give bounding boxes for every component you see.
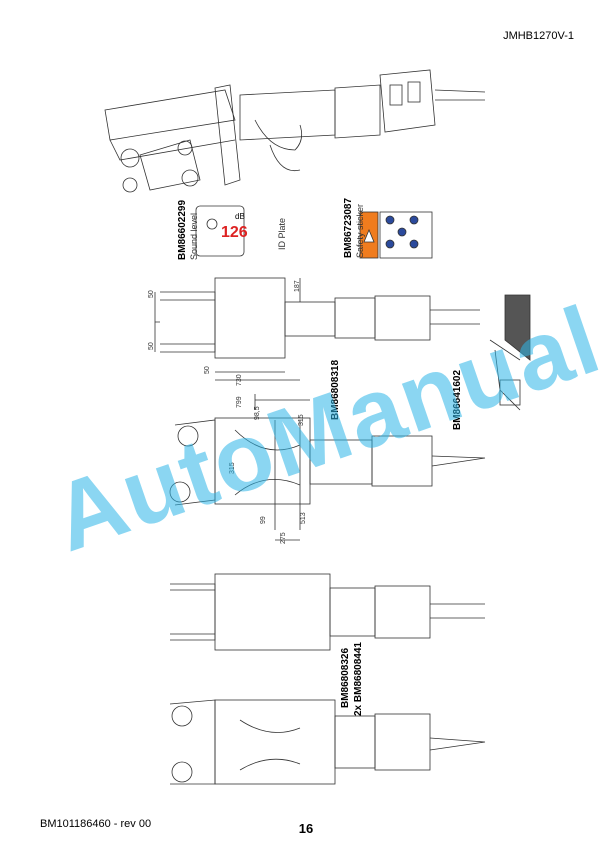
top-view-plain xyxy=(170,573,485,651)
dimension-label: 315 xyxy=(298,414,305,426)
side-view-dimensions xyxy=(169,394,486,541)
dimension-label: 187 xyxy=(294,280,301,292)
pin-part-callout: BM86641602 xyxy=(447,370,465,430)
id-plate-label: ID Plate xyxy=(277,217,287,250)
sound-level-sticker xyxy=(195,205,245,257)
side-view-part-number: BM86808318 xyxy=(330,359,341,420)
dimension-label: 50 xyxy=(204,366,211,374)
dimension-label: 315 xyxy=(229,462,236,474)
top-view xyxy=(154,277,480,381)
side-view-plain xyxy=(169,699,486,785)
dimension-label: 98,5 xyxy=(254,406,261,420)
dimension-label: 799 xyxy=(236,396,243,408)
side-view-part-callout: BM86808318 xyxy=(325,360,343,420)
bottom-qty-part: 2x BM86808441 xyxy=(353,642,364,716)
dimension-label: 513 xyxy=(300,512,307,524)
document-code: JMHB1270V-1 xyxy=(503,30,574,42)
sound-level-label-wrap: Sound level xyxy=(184,213,202,260)
dimension-label: 99 xyxy=(260,516,267,524)
sound-level-unit: dB xyxy=(235,212,245,221)
safety-sticker-label-wrap: Safety sticker xyxy=(350,204,368,258)
sound-level-label: Sound level xyxy=(189,212,199,260)
pin-part-number: BM86641602 xyxy=(452,369,463,430)
sound-level-value: 126 xyxy=(221,224,248,241)
page-number: 16 xyxy=(298,821,314,836)
safety-sticker-label: Safety sticker xyxy=(355,203,365,258)
bottom-qty-callout: 2x BM86808441 xyxy=(348,642,366,716)
dimension-label: 50 xyxy=(148,342,155,350)
id-plate-callout: ID Plate xyxy=(272,218,290,250)
dimension-label: 730 xyxy=(236,374,243,386)
document-reference: BM101186460 - rev 00 xyxy=(40,818,152,830)
dimension-label: 50 xyxy=(148,290,155,298)
safety-sticker-image xyxy=(359,211,433,259)
installation-detail xyxy=(489,294,531,411)
dimension-label: 275 xyxy=(280,532,287,544)
isometric-boom-view xyxy=(104,69,486,193)
